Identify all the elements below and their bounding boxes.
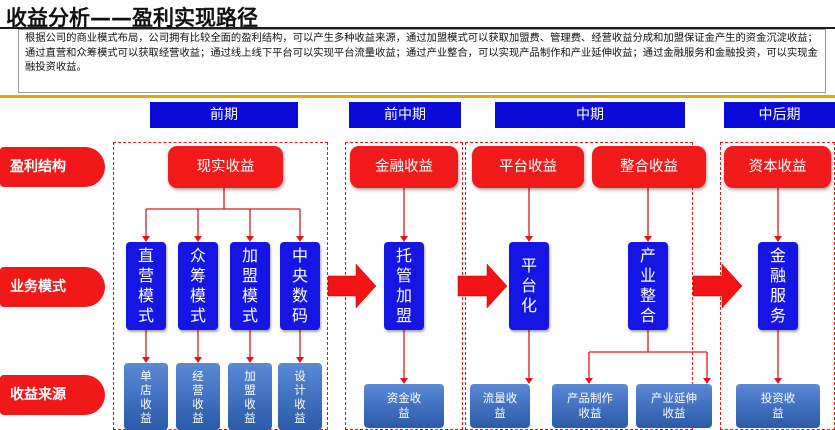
source-box-investment-income: 投资收益 bbox=[736, 384, 820, 428]
page-title: 收益分析——盈利实现路径 bbox=[6, 6, 258, 30]
profit-box-platform-income: 平台收益 bbox=[472, 146, 584, 188]
model-label: 直营模式 bbox=[137, 246, 154, 325]
profit-box-capital-income: 资本收益 bbox=[724, 146, 831, 188]
source-box-design-income: 设计收益 bbox=[278, 363, 322, 430]
model-label: 众筹模式 bbox=[189, 246, 206, 325]
model-box-financial-services: 金融服务 bbox=[758, 242, 798, 330]
source-label: 投资收益 bbox=[760, 391, 796, 420]
model-box-direct-operation: 直营模式 bbox=[126, 242, 166, 330]
model-box-custody-franchise: 托管加盟 bbox=[384, 242, 424, 330]
row-label-revenue-source: 收益来源 bbox=[0, 375, 105, 415]
model-box-industry-integration: 产业整合 bbox=[628, 242, 668, 330]
source-label: 加盟收益 bbox=[244, 368, 256, 425]
model-box-crowdfunding: 众筹模式 bbox=[178, 242, 218, 330]
source-box-industry-extension-income: 产业延伸收益 bbox=[636, 384, 712, 428]
source-label: 流量收益 bbox=[482, 391, 518, 420]
progress-arrow-2 bbox=[457, 263, 508, 309]
source-label: 资金收益 bbox=[386, 391, 422, 420]
phase-late: 中后期 bbox=[724, 102, 835, 128]
source-label: 产品制作收益 bbox=[567, 391, 613, 420]
model-label: 金融服务 bbox=[769, 246, 786, 325]
source-label: 经营收益 bbox=[192, 368, 204, 425]
profit-box-finance-income: 金融收益 bbox=[350, 146, 458, 188]
model-box-central-digital: 中央数码 bbox=[280, 242, 320, 330]
source-box-store-income: 单店收益 bbox=[124, 363, 168, 430]
source-label: 单店收益 bbox=[140, 368, 152, 425]
intro-divider bbox=[0, 95, 835, 98]
progress-arrow-3 bbox=[692, 263, 743, 309]
source-label: 设计收益 bbox=[294, 368, 306, 425]
source-box-product-making-income: 产品制作收益 bbox=[552, 384, 628, 428]
profit-box-integration-income: 整合收益 bbox=[592, 146, 706, 188]
intro-text: 根据公司的商业模式布局，公司拥有比较全面的盈利结构，可以产生多种收益来源，通过加… bbox=[18, 29, 826, 93]
model-box-franchise: 加盟模式 bbox=[230, 242, 270, 330]
profit-box-real-income: 现实收益 bbox=[168, 146, 283, 188]
model-label: 平台化 bbox=[520, 256, 537, 315]
source-box-traffic-income: 流量收益 bbox=[470, 384, 530, 428]
row-label-business-model: 业务模式 bbox=[0, 267, 105, 307]
progress-arrow-1 bbox=[327, 263, 377, 309]
model-label: 产业整合 bbox=[639, 246, 656, 325]
model-label: 托管加盟 bbox=[395, 246, 412, 325]
phase-early: 前期 bbox=[150, 102, 298, 128]
source-box-capital-income: 资金收益 bbox=[364, 384, 444, 428]
model-label: 加盟模式 bbox=[241, 246, 258, 325]
phase-early-mid: 前中期 bbox=[349, 102, 461, 128]
row-label-profit-structure: 盈利结构 bbox=[0, 147, 105, 187]
title-underline bbox=[0, 27, 835, 29]
source-box-franchise-income: 加盟收益 bbox=[228, 363, 272, 430]
model-label: 中央数码 bbox=[291, 246, 308, 325]
source-box-operation-income: 经营收益 bbox=[176, 363, 220, 430]
model-box-platformization: 平台化 bbox=[509, 242, 549, 330]
source-label: 产业延伸收益 bbox=[651, 391, 697, 420]
phase-mid: 中期 bbox=[495, 102, 685, 128]
